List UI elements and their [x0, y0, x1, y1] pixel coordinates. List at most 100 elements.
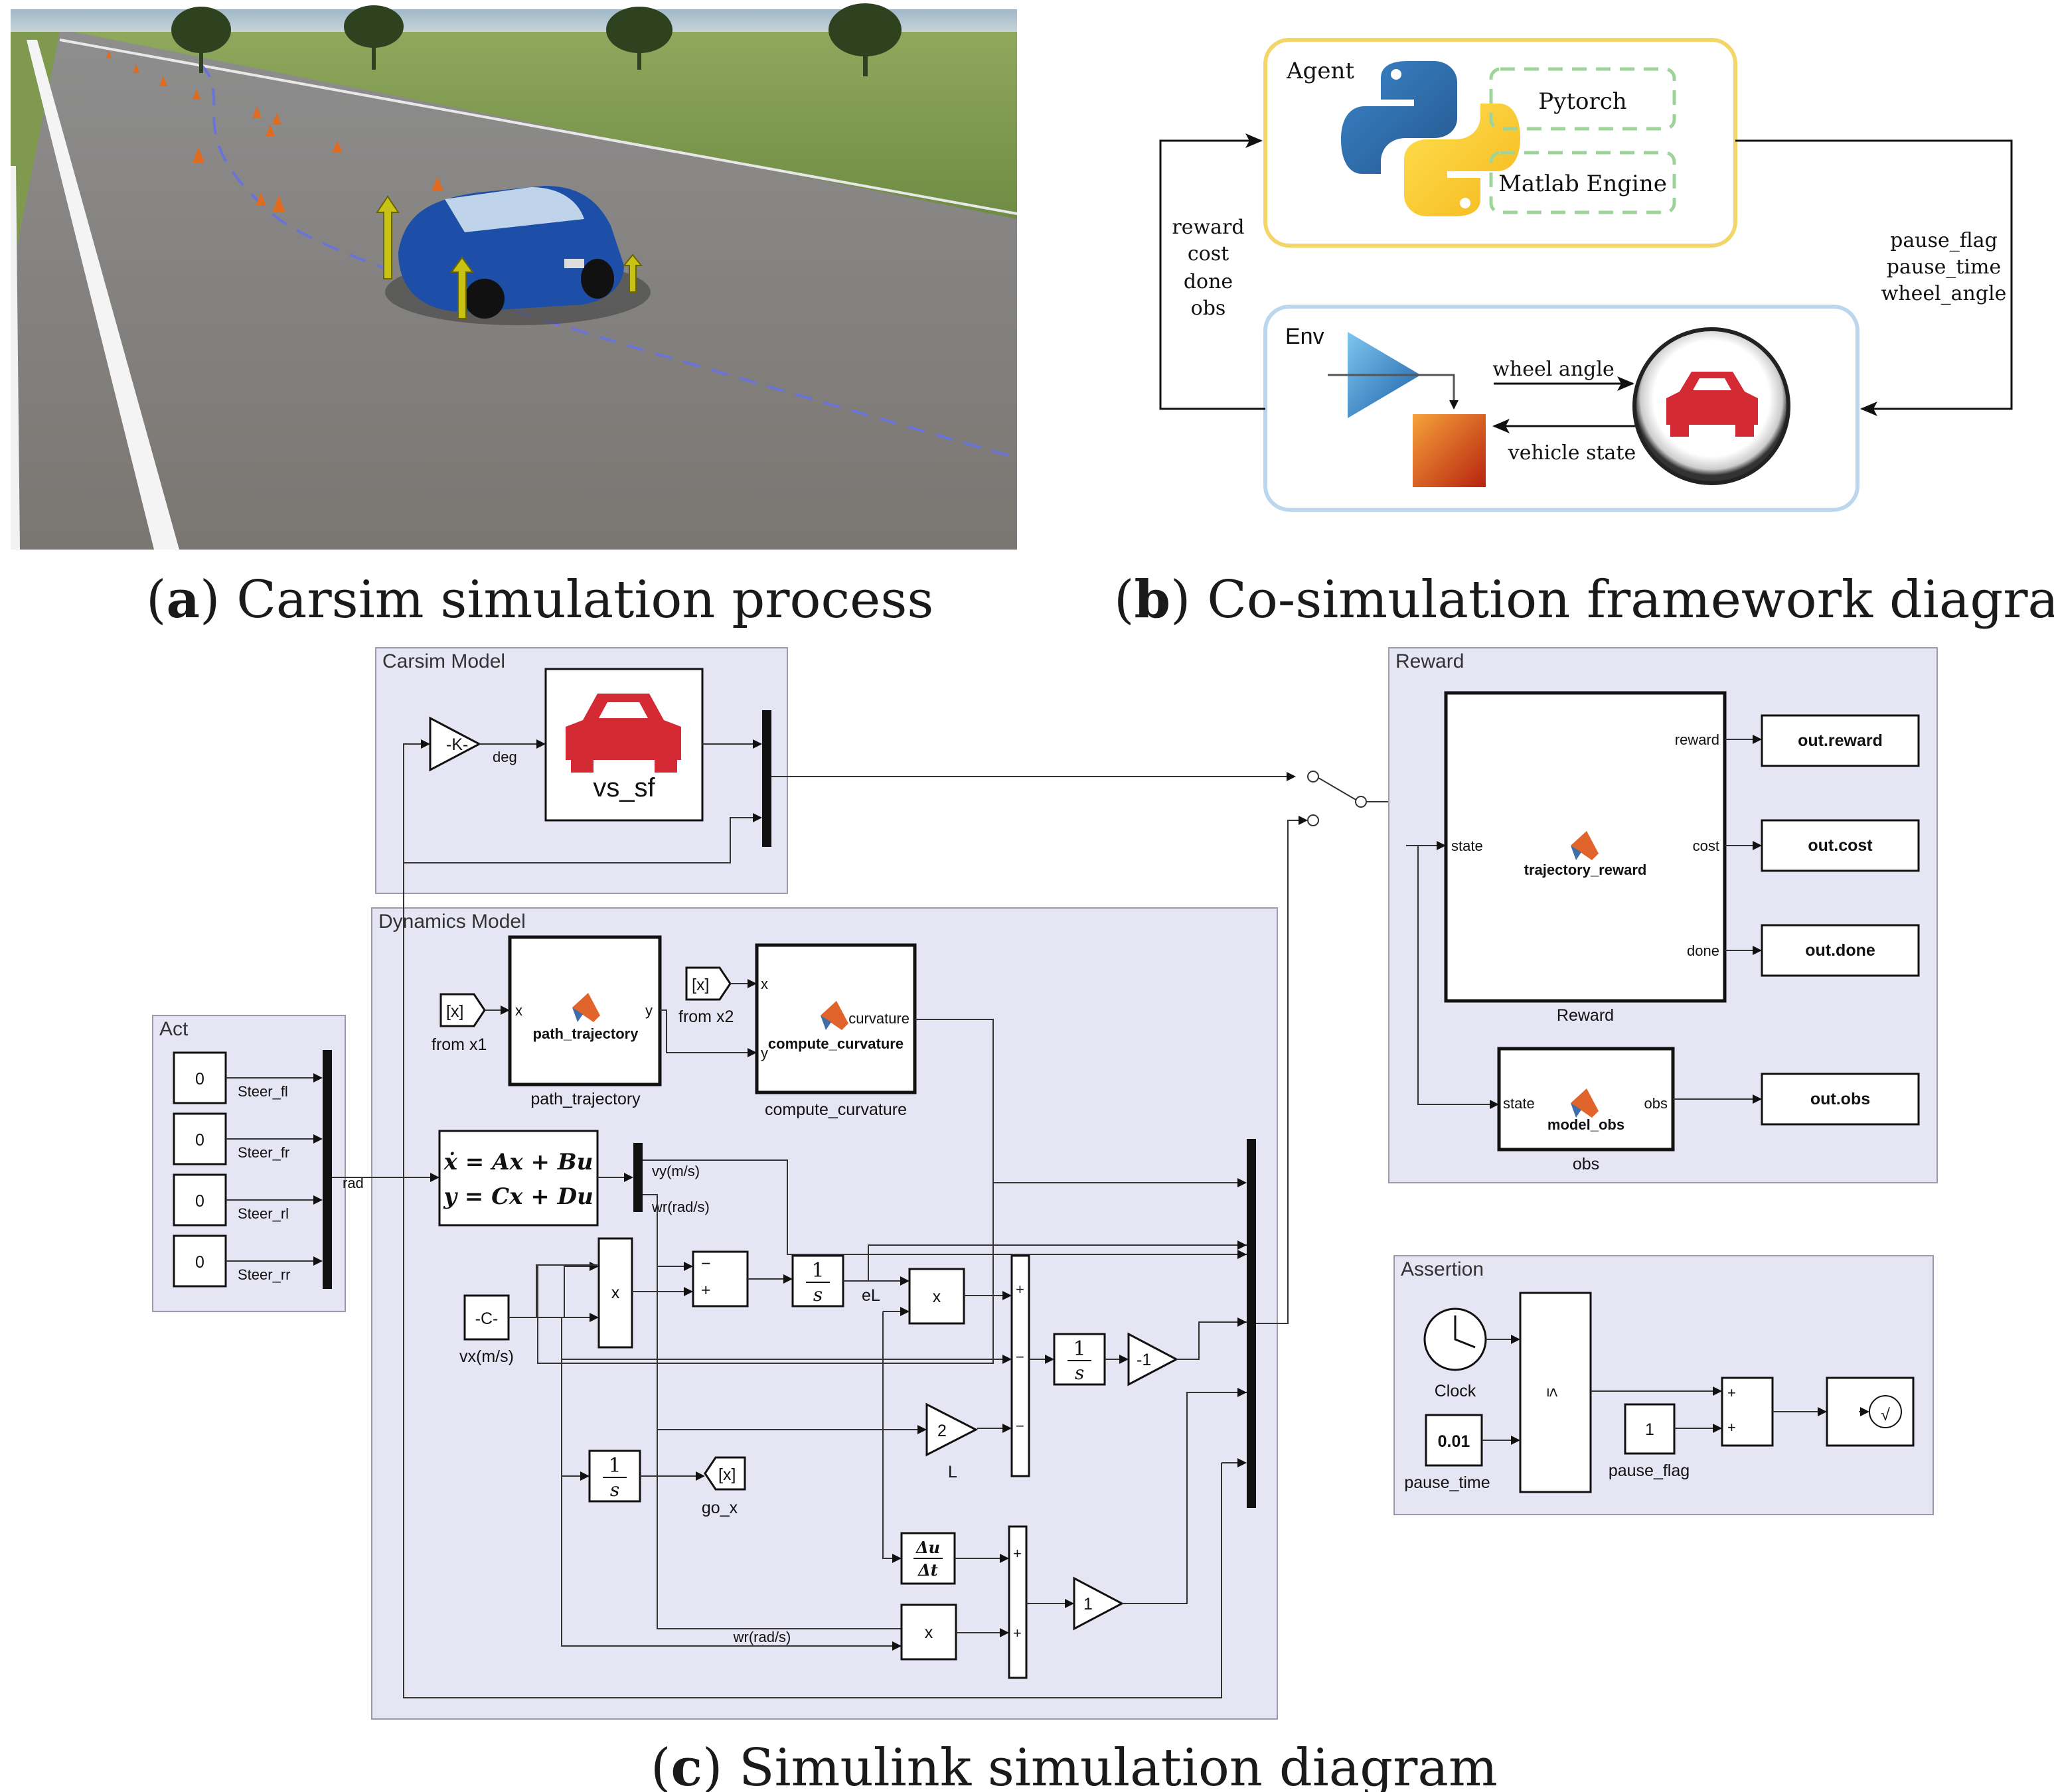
svg-text:Δt: Δt [917, 1560, 938, 1580]
svg-text:1: 1 [811, 1259, 824, 1282]
vx-label: vx(m/s) [459, 1347, 514, 1366]
act-title: Act [159, 1018, 189, 1040]
svg-text:out.cost: out.cost [1808, 836, 1873, 855]
steer-rl-label: Steer_rl [238, 1205, 289, 1222]
pause-flag-label: pause_flag [1609, 1461, 1690, 1480]
caption-a: (a) Carsim simulation process [146, 569, 933, 630]
env-label: Env [1285, 324, 1324, 349]
dynamics-mux-bar [1247, 1139, 1256, 1508]
integrator-2-block [1053, 1333, 1106, 1386]
assertion-subsystem: Assertion Clock 0.01 pause_time ≤ 1 paus… [1393, 1255, 1934, 1515]
gain-k-block [429, 716, 482, 772]
steer-fr-label: Steer_fr [238, 1144, 289, 1161]
svg-text:-1: -1 [1137, 1351, 1151, 1369]
svg-text:x: x [515, 1002, 522, 1019]
reward-title: Reward [1395, 650, 1464, 672]
framework-diagram: Agent Pytorch Matlab Engine Env wheel an… [1159, 38, 2013, 512]
left-signal-obs: obs [1191, 297, 1226, 320]
right-signal-pause-flag: pause_flag [1890, 229, 1998, 252]
wr-label: wr(rad/s) [651, 1199, 710, 1215]
state-space-block [438, 1130, 599, 1227]
svg-text:0.01: 0.01 [1438, 1432, 1470, 1451]
pytorch-box [1489, 67, 1676, 131]
compare-block [1519, 1292, 1592, 1493]
state-space-eq2: y = Cx + Du [443, 1183, 593, 1210]
car-icon [385, 186, 651, 325]
pause-flag-const [1624, 1403, 1676, 1455]
sum-assert-block [1721, 1377, 1774, 1447]
left-signal-reward: reward [1172, 216, 1244, 239]
compute-curvature-caption: compute_curvature [765, 1100, 907, 1119]
vs-sf-label: vs_sf [593, 773, 655, 802]
right-signal-pause-time: pause_time [1887, 256, 2001, 279]
assertion-title: Assertion [1401, 1258, 1484, 1280]
gain-k-label: -K- [446, 735, 468, 754]
out-done-block [1761, 924, 1920, 977]
const-c-block [463, 1294, 510, 1341]
svg-text:−: − [1016, 1349, 1024, 1365]
wheel-angle-label: wheel angle [1492, 358, 1614, 381]
gain-l-caption: L [948, 1463, 957, 1481]
clock-icon [1423, 1307, 1487, 1371]
steer-fl-label: Steer_fl [238, 1083, 288, 1100]
goto-x-block [704, 1456, 746, 1491]
const-c-label: -C- [475, 1309, 499, 1328]
svg-text:s: s [610, 1479, 619, 1501]
out-reward-block [1761, 714, 1920, 767]
svg-text:2: 2 [937, 1422, 947, 1440]
svg-text:1: 1 [608, 1454, 621, 1477]
svg-text:x: x [925, 1623, 933, 1642]
svg-text:curvature: curvature [848, 1010, 909, 1027]
svg-text:1: 1 [1083, 1595, 1093, 1613]
svg-text:x: x [611, 1284, 620, 1302]
svg-text:s: s [813, 1284, 823, 1306]
svg-text:≤: ≤ [1543, 1388, 1562, 1397]
svg-text:[x]: [x] [692, 976, 709, 994]
steer-fr-const [173, 1112, 227, 1165]
sum-2-block [1010, 1254, 1030, 1477]
pytorch-label: Pytorch [1538, 88, 1626, 115]
product-3-block [900, 1604, 957, 1661]
svg-text:1: 1 [1073, 1337, 1085, 1361]
svg-text:x: x [761, 976, 768, 992]
caption-b: (b) Co-simulation framework diagram [1114, 569, 2054, 630]
svg-text:state: state [1503, 1095, 1535, 1112]
matlab-icon [1571, 831, 1599, 860]
svg-text:reward: reward [1675, 731, 1719, 748]
agent-label: Agent [1286, 58, 1354, 84]
simulink-logo-icon [1328, 332, 1486, 487]
sum-3-block [1008, 1525, 1028, 1679]
svg-text:out.done: out.done [1805, 941, 1875, 960]
svg-text:−: − [1016, 1418, 1024, 1434]
svg-text:[x]: [x] [718, 1465, 736, 1484]
from-x1-label: from x1 [432, 1035, 487, 1054]
svg-text:1: 1 [1645, 1420, 1654, 1439]
state-space-eq1: ẋ = Ax + Bu [443, 1149, 593, 1175]
gain-neg1-block [1127, 1332, 1179, 1386]
deg-label: deg [493, 749, 517, 765]
svg-text:cost: cost [1693, 838, 1719, 854]
svg-text:+: + [701, 1281, 711, 1300]
pause-time-label: pause_time [1404, 1473, 1490, 1492]
compute-curvature-label: compute_curvature [768, 1035, 904, 1052]
matlab-icon [821, 1001, 848, 1030]
svg-text:0: 0 [195, 1070, 204, 1088]
vehicle-state-label: vehicle state [1508, 441, 1636, 465]
svg-text:0: 0 [195, 1253, 204, 1272]
svg-text:x: x [933, 1288, 941, 1306]
reward-block-caption: Reward [1557, 1006, 1614, 1025]
reward-subsystem: Reward state reward cost done trajectory… [1388, 647, 1938, 1183]
svg-text:−: − [701, 1254, 711, 1273]
manual-switch [771, 771, 1407, 846]
product-2-block [908, 1268, 965, 1325]
vy-label: vy(m/s) [652, 1163, 700, 1179]
check-icon: √ [1881, 1406, 1890, 1424]
dynamics-model-subsystem: Dynamics Model [x] from x1 x y path_traj… [371, 816, 1308, 1720]
el-label: eL [862, 1286, 880, 1305]
svg-text:+: + [1013, 1545, 1022, 1562]
act-subsystem: Act 0 0 0 0 Steer_fl Steer_fr Steer_rl S… [152, 1015, 439, 1312]
svg-text:+: + [1013, 1625, 1022, 1641]
steer-rr-label: Steer_rr [238, 1266, 290, 1283]
gain-1-block [1073, 1576, 1125, 1631]
